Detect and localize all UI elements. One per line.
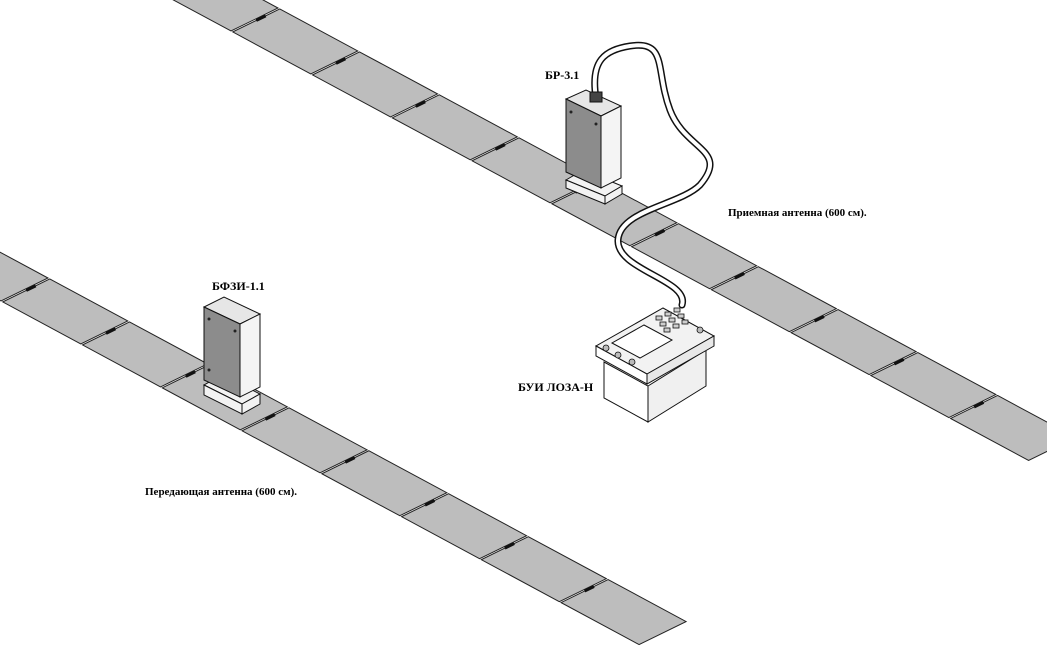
antenna-panel [630,223,758,290]
receiver-unit-label: БР-3.1 [545,68,580,82]
panel-joint [494,143,506,151]
panel-joint [255,14,267,22]
panel-joint [893,358,905,366]
connecting-cable [591,41,714,309]
receiver-unit-br31 [564,89,624,205]
antenna-panel [0,251,50,302]
panel-joint [105,327,117,335]
panel-joint [654,229,666,237]
panel-joint [504,542,515,550]
antenna-panel [400,493,528,560]
antenna-panel [480,536,608,603]
transmitting-antenna-label: Передающая антенна (600 см). [145,486,298,498]
antenna-panel [391,94,519,161]
panel-joint [264,413,276,421]
antenna-panel [231,8,359,75]
transmitting-antenna-strip [0,251,688,646]
panel-joint [344,456,356,464]
panel-joint [335,57,347,65]
antenna-panel [320,450,448,517]
panel-joint [583,585,595,593]
panel-joint [424,499,436,507]
antenna-panel [172,0,280,32]
panel-joint [973,401,985,409]
transmitter-unit-label: БФЗИ-1.1 [212,279,265,293]
control-unit-lozan [594,307,716,423]
antenna-panel [789,309,918,376]
control-unit-label: БУИ ЛОЗА-Н [518,380,594,394]
antenna-panel [81,321,209,388]
antenna-panel [1,278,129,345]
antenna-panel [869,351,997,419]
antenna-panel [240,407,369,474]
panel-joint [813,315,825,323]
panel-joint [734,272,745,280]
antenna-panel [559,579,688,646]
antenna-panel [311,51,439,118]
panel-joint [25,284,37,292]
panel-joint [415,100,426,108]
antenna-panel [710,266,838,333]
panel-joint [185,370,196,378]
receiving-antenna-label: Приемная антенна (600 см). [728,207,867,219]
transmitter-unit-bfzi11 [202,296,262,415]
antenna-panel [949,394,1047,462]
